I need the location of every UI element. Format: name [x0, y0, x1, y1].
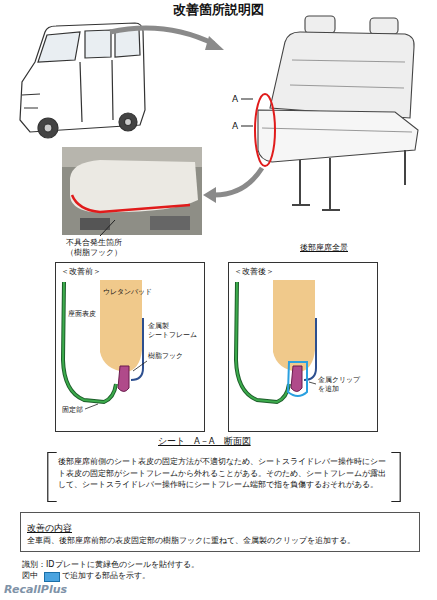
note-bracket: 後部座席前側のシート表皮の固定方法が不適切なため、シートスライドレバー操作時にシ…	[46, 452, 402, 502]
view-label: 後部座席全景	[300, 243, 348, 253]
seat-photo	[62, 147, 202, 236]
defect-label: 不具合発生箇所 （樹脂フック）	[66, 238, 132, 258]
rear-seat-drawing	[241, 16, 418, 210]
pointer-arrow	[110, 28, 224, 50]
note-text: 図中	[22, 571, 38, 581]
pointer-arrow	[203, 168, 262, 203]
section-before	[63, 280, 147, 409]
body-text: 全車両、後部座席前部の表皮固定部の樹脂フックに重ねて、金属製のクリップを追加する…	[27, 535, 413, 547]
part-label: 樹脂フック	[148, 352, 183, 361]
section-mark: A	[232, 121, 238, 132]
part-label: 固定部	[62, 406, 83, 415]
remedy-box: 改善の内容全車両、後部座席前部の表皮固定部の樹脂フックに重ねて、金属製のクリップ…	[20, 512, 420, 552]
part-label: 金属クリップ を追加	[318, 376, 368, 394]
panel-heading: ＜改善前＞	[61, 266, 199, 278]
part-label: ウレタンパッド	[103, 288, 152, 297]
legend-swatch	[44, 572, 60, 582]
part-label: 金属製 シートフレーム	[148, 322, 202, 340]
part-label: 座面表皮	[68, 310, 96, 319]
box-heading: 改善の内容	[27, 522, 72, 534]
page-title: 改善箇所説明図	[0, 2, 437, 18]
panel-heading: ＜改善後＞	[234, 266, 372, 278]
section-mark: A	[232, 94, 238, 105]
van-drawing	[20, 23, 145, 138]
section-caption: シート A－A 断面図	[158, 436, 251, 447]
section-after	[236, 280, 316, 402]
section-panel: ＜改善後＞	[228, 262, 378, 432]
watermark: RecallPlus	[4, 583, 67, 597]
note-text: 識別：IDプレートに黄緑色のシールを貼付する。	[22, 560, 199, 570]
legend-text: で追加する部品を示す。	[62, 571, 150, 581]
body-text: 後部座席前側のシート表皮の固定方法が不適切なため、シートスライドレバー操作時にシ…	[58, 456, 390, 491]
